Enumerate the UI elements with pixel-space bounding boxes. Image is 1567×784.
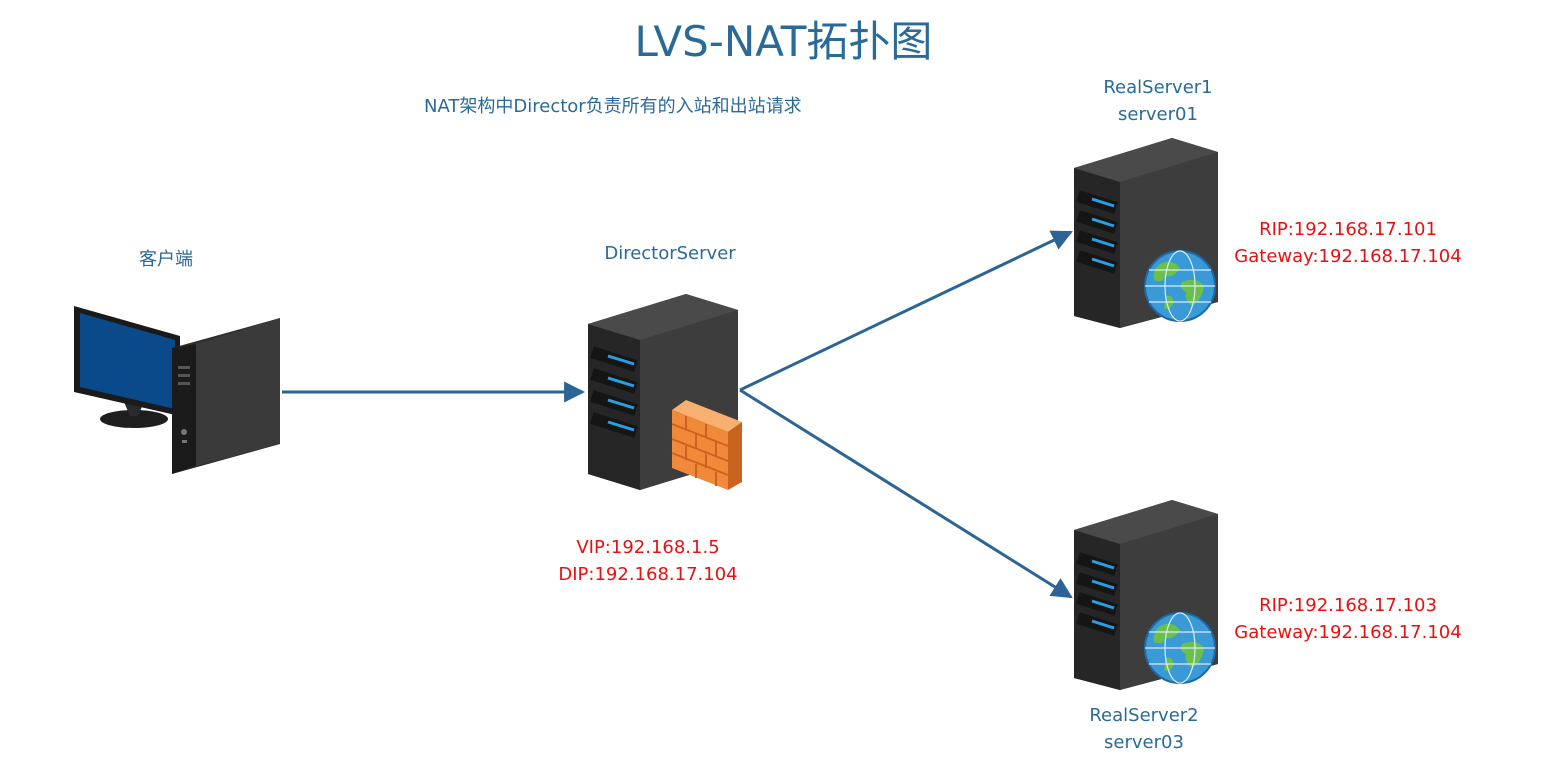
real1-label-line2: server01: [1118, 104, 1198, 125]
client-node[interactable]: [72, 306, 284, 478]
director-node[interactable]: [582, 292, 747, 492]
director-vip: VIP:192.168.1.5: [576, 537, 720, 558]
client-label: 客户端: [139, 249, 193, 270]
edge-director-to-real2: [739, 388, 1073, 599]
globe-icon: [1144, 612, 1216, 684]
real2-label-line2: server03: [1104, 732, 1184, 753]
server-firewall-icon: [588, 294, 742, 490]
real2-gateway: Gateway:192.168.17.104: [1234, 622, 1462, 643]
real1-node[interactable]: [1068, 136, 1228, 328]
diagram-subtitle: NAT架构中Director负责所有的入站和出站请求: [424, 96, 802, 117]
desktop-computer-icon: [74, 306, 280, 474]
director-label: DirectorServer: [604, 243, 736, 264]
firewall-icon: [671, 400, 742, 490]
real1-gateway: Gateway:192.168.17.104: [1234, 246, 1462, 267]
real1-rip: RIP:192.168.17.101: [1259, 219, 1437, 240]
director-dip: DIP:192.168.17.104: [558, 564, 738, 585]
real1-label-line1: RealServer1: [1103, 77, 1213, 98]
real2-label-line1: RealServer2: [1089, 705, 1199, 726]
real2-node[interactable]: [1068, 498, 1228, 690]
diagram-title: LVS-NAT拓扑图: [634, 17, 933, 66]
real2-rip: RIP:192.168.17.103: [1259, 595, 1437, 616]
server-globe-icon: [1074, 500, 1218, 690]
globe-icon: [1144, 250, 1216, 322]
edge-director-to-real1: [739, 230, 1073, 392]
server-globe-icon: [1074, 138, 1218, 328]
